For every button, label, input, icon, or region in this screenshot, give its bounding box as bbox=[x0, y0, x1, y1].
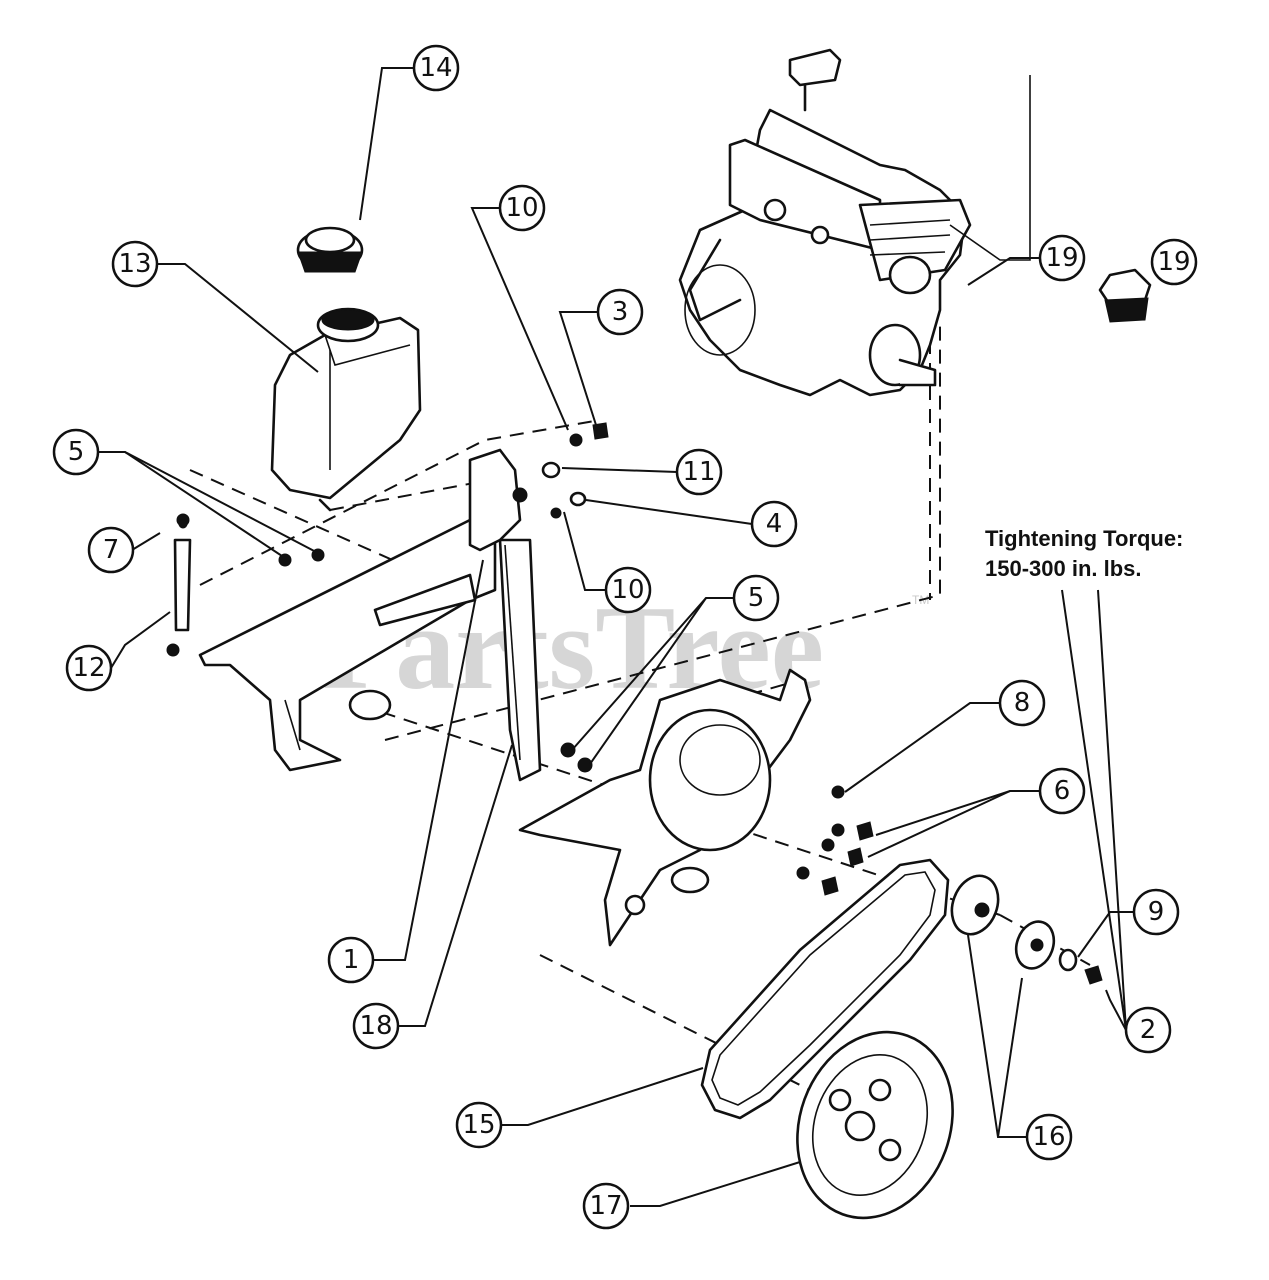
callout-12-label: 12 bbox=[72, 653, 105, 683]
callout-19-primer[interactable]: 19 bbox=[1150, 238, 1198, 286]
callout-13-label: 13 bbox=[118, 249, 151, 279]
callout-3-label: 3 bbox=[612, 297, 629, 327]
engine-pulley-halves bbox=[950, 874, 1056, 970]
callout-5-right-label: 5 bbox=[748, 583, 765, 613]
torque-note: Tightening Torque: 150-300 in. lbs. bbox=[985, 526, 1183, 581]
callout-17-label: 17 bbox=[589, 1191, 622, 1221]
callout-5-left[interactable]: 5 bbox=[52, 428, 100, 476]
drive-pulley bbox=[796, 1030, 954, 1220]
callout-4[interactable]: 4 bbox=[750, 500, 798, 548]
callout-5-left-label: 5 bbox=[68, 437, 85, 467]
callout-19-engine[interactable]: 19 bbox=[1038, 234, 1086, 282]
callout-16-label: 16 bbox=[1032, 1122, 1065, 1152]
callout-14[interactable]: 14 bbox=[412, 44, 460, 92]
callout-15-label: 15 bbox=[462, 1110, 495, 1140]
callout-7-label: 7 bbox=[103, 535, 120, 565]
callout-3[interactable]: 3 bbox=[596, 288, 644, 336]
callout-19-primer-label: 19 bbox=[1157, 247, 1190, 277]
torque-note-line2: 150-300 in. lbs. bbox=[985, 556, 1142, 581]
callout-10-middle[interactable]: 10 bbox=[604, 566, 652, 614]
axle-rod bbox=[166, 513, 192, 657]
callout-13[interactable]: 13 bbox=[111, 240, 159, 288]
callout-2-label: 2 bbox=[1140, 1015, 1157, 1045]
fuel-cap bbox=[296, 226, 364, 273]
callout-5-right[interactable]: 5 bbox=[732, 574, 780, 622]
leader-lines bbox=[97, 67, 1134, 1207]
frame-bracket bbox=[468, 448, 542, 782]
callout-15[interactable]: 15 bbox=[455, 1101, 503, 1149]
primer-bulb bbox=[1098, 268, 1152, 323]
callout-12[interactable]: 12 bbox=[65, 644, 113, 692]
callout-8[interactable]: 8 bbox=[998, 679, 1046, 727]
engine bbox=[678, 48, 1031, 397]
callout-1[interactable]: 1 bbox=[327, 936, 375, 984]
callout-11-label: 11 bbox=[682, 457, 715, 487]
callout-18[interactable]: 18 bbox=[352, 1002, 400, 1050]
callout-8-label: 8 bbox=[1014, 688, 1031, 718]
callout-10-middle-label: 10 bbox=[611, 575, 644, 605]
callout-2[interactable]: 2 bbox=[1124, 1006, 1172, 1054]
callout-17[interactable]: 17 bbox=[582, 1182, 630, 1230]
fasteners bbox=[178, 422, 874, 896]
callout-10-top-label: 10 bbox=[505, 193, 538, 223]
callout-6-label: 6 bbox=[1054, 776, 1071, 806]
callout-11[interactable]: 11 bbox=[675, 448, 723, 496]
callout-9[interactable]: 9 bbox=[1132, 888, 1180, 936]
callout-4-label: 4 bbox=[766, 509, 783, 539]
callout-16[interactable]: 16 bbox=[1025, 1113, 1073, 1161]
callout-19-engine-label: 19 bbox=[1045, 243, 1078, 273]
callout-6[interactable]: 6 bbox=[1038, 767, 1086, 815]
torque-note-line1: Tightening Torque: bbox=[985, 526, 1183, 551]
fuel-tank bbox=[270, 307, 422, 512]
callout-14-label: 14 bbox=[419, 53, 452, 83]
drive-belt bbox=[700, 858, 950, 1120]
callout-9-label: 9 bbox=[1148, 897, 1165, 927]
right-side-plate bbox=[518, 668, 812, 947]
callout-7[interactable]: 7 bbox=[87, 526, 135, 574]
callout-10-top[interactable]: 10 bbox=[498, 184, 546, 232]
callout-18-label: 18 bbox=[359, 1011, 392, 1041]
callout-1-label: 1 bbox=[343, 945, 360, 975]
washer-and-bolt bbox=[1058, 948, 1103, 985]
